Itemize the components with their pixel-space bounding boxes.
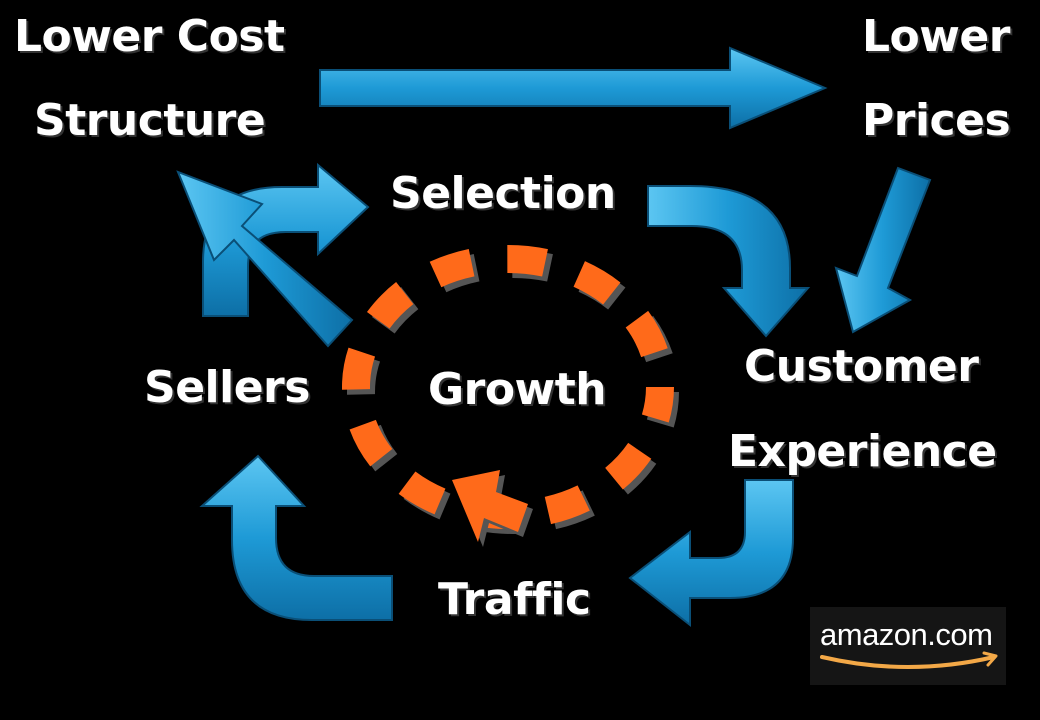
label-growth: Growth <box>428 364 607 415</box>
label-lower: Lower <box>862 11 1010 62</box>
label-structure: Structure <box>34 95 266 146</box>
label-lower-cost: Lower Cost <box>14 11 285 62</box>
growth-ring <box>342 245 679 547</box>
label-customer: Customer <box>744 341 979 392</box>
label-traffic: Traffic <box>438 574 591 625</box>
smile-icon <box>820 651 998 669</box>
arrow-customer-to-traffic <box>628 479 794 628</box>
arrow-sellers-to-cost <box>176 170 354 348</box>
logo-wordmark: amazon.com <box>820 617 993 652</box>
label-prices: Prices <box>862 95 1011 146</box>
arrow-cost-to-prices <box>319 46 828 130</box>
amazon-logo: amazon.com <box>810 607 1006 685</box>
label-sellers: Sellers <box>144 362 310 413</box>
arrow-prices-to-customer <box>834 166 932 334</box>
label-experience: Experience <box>728 426 997 477</box>
label-selection: Selection <box>390 168 616 219</box>
arrow-traffic-to-sellers <box>199 454 393 621</box>
arrow-selection-to-customer <box>647 185 811 338</box>
